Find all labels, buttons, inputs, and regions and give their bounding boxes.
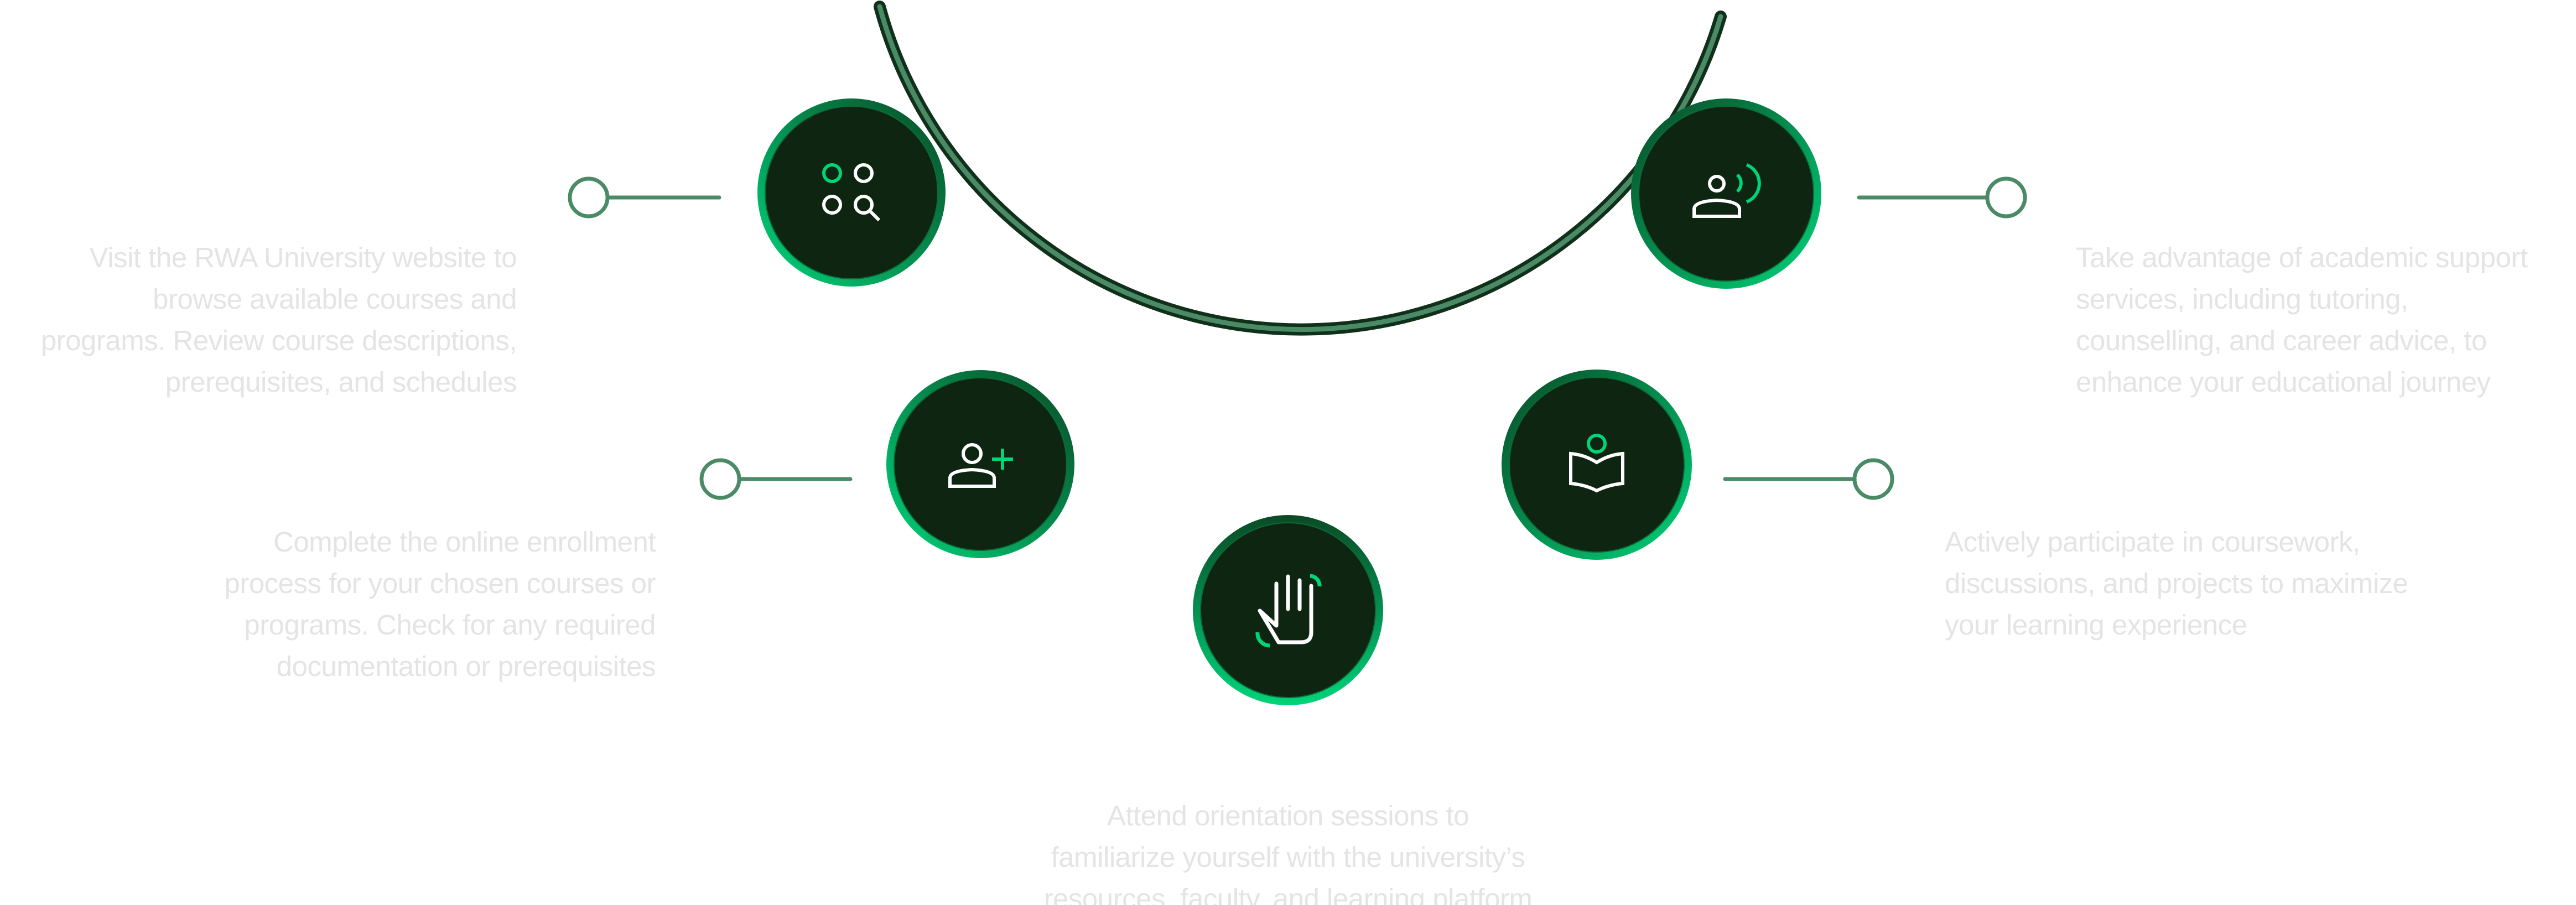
description-line: Visit the RWA University website to: [89, 242, 517, 273]
description-line: services, including tutoring,: [2076, 283, 2408, 315]
connector-step-5: [1857, 176, 2027, 219]
journey-track: [874, 1, 1727, 336]
description-line: programs. Review course descriptions,: [40, 325, 517, 356]
description-line: browse available courses and: [153, 283, 517, 315]
step-2-node[interactable]: [886, 370, 1074, 558]
description-line: Take advantage of academic support: [2076, 242, 2528, 273]
step-3-description: Attend orientation sessions to familiari…: [1011, 795, 1565, 905]
step-1-node[interactable]: [757, 98, 946, 287]
description-line: prerequisites, and schedules: [165, 366, 517, 398]
step-2-description: Complete the online enrollment process f…: [224, 521, 656, 687]
description-line: documentation or prerequisites: [276, 651, 656, 682]
step-4-description: Actively participate in coursework, disc…: [1945, 521, 2408, 646]
step-4-node[interactable]: [1502, 370, 1692, 560]
description-line: process for your chosen courses or: [224, 568, 656, 599]
browse-search-grid-icon: [822, 163, 881, 222]
description-line: Actively participate in coursework,: [1945, 526, 2360, 558]
step-5-node[interactable]: [1631, 98, 1821, 289]
step-5-description: Take advantage of academic support servi…: [2076, 237, 2528, 403]
step-3-node[interactable]: [1193, 515, 1383, 705]
description-line: Attend orientation sessions to: [1107, 800, 1469, 831]
description-line: Complete the online enrollment: [273, 526, 656, 558]
step-1-description: Visit the RWA University website to brow…: [41, 237, 517, 403]
description-line: programs. Check for any required: [244, 609, 656, 641]
description-line: familiarize yourself with the university…: [1051, 841, 1525, 873]
connector-step-2: [699, 458, 853, 500]
reading-book-icon: [1569, 434, 1624, 493]
support-speaker-icon: [1692, 163, 1761, 218]
add-user-icon: [948, 443, 1013, 488]
description-line: discussions, and projects to maximize: [1945, 568, 2408, 599]
connector-step-1: [568, 176, 721, 219]
description-line: enhance your educational journey: [2076, 366, 2491, 398]
waving-hand-icon: [1255, 574, 1322, 648]
description-line: counselling, and career advice, to: [2076, 325, 2487, 356]
description-line: your learning experience: [1945, 609, 2247, 641]
connector-step-4: [1723, 458, 1894, 500]
description-line: resources, faculty, and learning platfor…: [1043, 883, 1533, 905]
